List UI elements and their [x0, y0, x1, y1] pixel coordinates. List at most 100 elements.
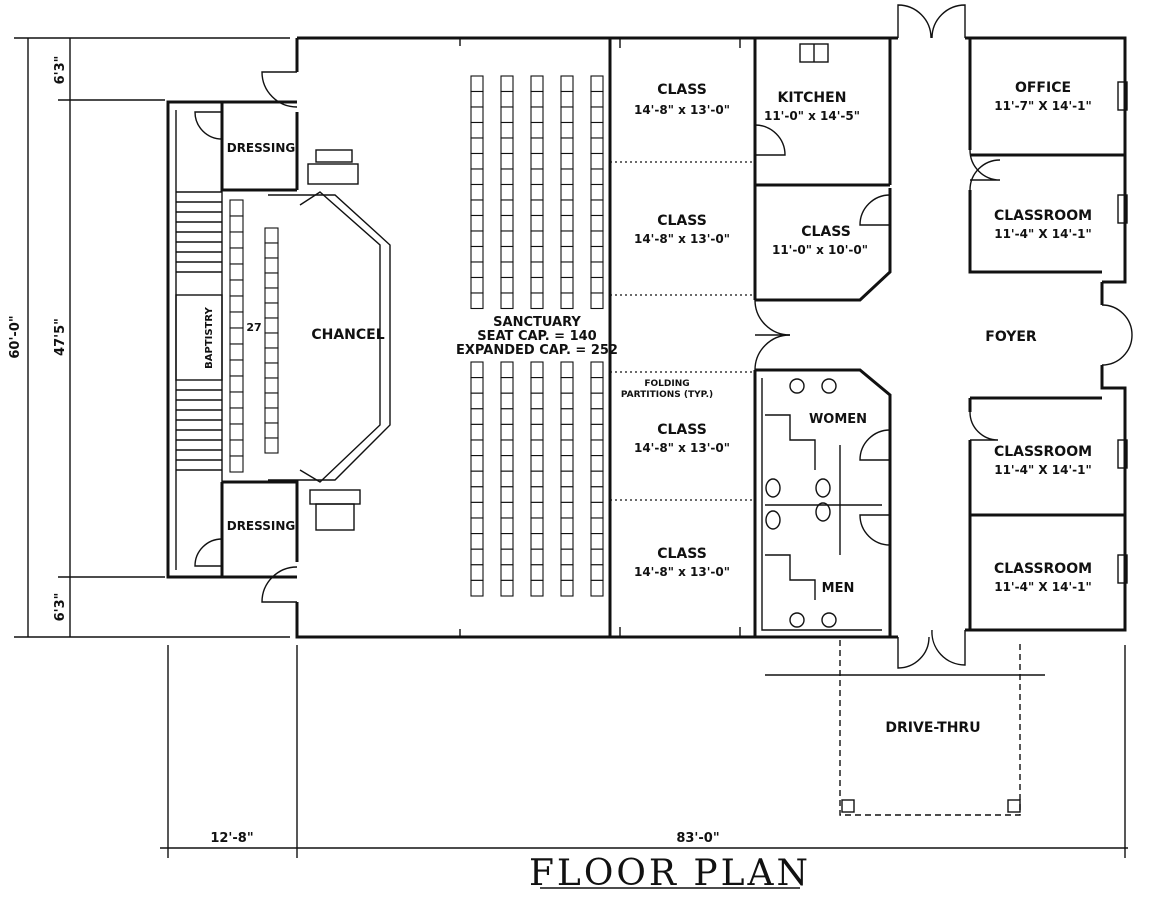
pew-seat: [560, 486, 574, 503]
office-name: OFFICE: [1015, 80, 1071, 96]
pew-seat: [530, 230, 544, 248]
pew-seat: [500, 199, 514, 217]
choir-seating: [229, 199, 279, 473]
pew-seat: [560, 90, 574, 108]
kitchen-size: 11'-0" x 14'-5": [764, 109, 860, 123]
pew-seat: [560, 439, 574, 457]
pew-seat: [470, 517, 484, 535]
choir-seat: [264, 242, 279, 259]
class-1-size: 14'-8" x 13'-0": [634, 103, 730, 117]
classroom-3-size: 11'-4" X 14'-1": [994, 580, 1092, 594]
pew-seat: [590, 470, 604, 488]
pew-seat: [470, 501, 484, 519]
pew-seat: [530, 455, 544, 472]
choir-seat: [229, 311, 244, 329]
dim-main-width: 83'-0": [676, 831, 719, 846]
pew-seat: [530, 137, 544, 155]
choir-seat: [264, 287, 279, 304]
pew-seat: [470, 230, 484, 248]
choir-seat: [264, 317, 279, 334]
pew-seat: [560, 75, 574, 93]
choir-seat: [264, 437, 279, 454]
pew-seat: [590, 168, 604, 186]
pew-seat: [590, 121, 604, 139]
pew-seat: [560, 533, 574, 550]
choir-seat: [229, 199, 244, 217]
pew-seat: [560, 579, 574, 597]
classroom-1-size: 11'-4" X 14'-1": [994, 227, 1092, 241]
pew-seat: [590, 276, 604, 294]
pew-seat: [590, 245, 604, 263]
pew-seat: [530, 245, 544, 263]
pew-seat: [500, 168, 514, 186]
folding-note-1: FOLDING: [644, 379, 689, 389]
pew-seat: [500, 533, 514, 550]
choir-seat: [264, 362, 279, 379]
pew-seat: [560, 121, 574, 139]
pew-seat: [500, 548, 514, 566]
sanctuary-name: SANCTUARY: [493, 315, 581, 330]
pew-seat: [530, 408, 544, 425]
baptistry-stairs: [175, 191, 223, 471]
pew-seat: [530, 579, 544, 597]
dim-top-offset: 6'3": [53, 56, 68, 85]
pew-seat: [470, 90, 484, 108]
pew-seat: [530, 106, 544, 124]
pew-seat: [470, 377, 484, 394]
pew-seat: [500, 377, 514, 394]
chancel-platform: [268, 149, 391, 531]
dim-left-width: 12'-8": [210, 831, 253, 846]
pew-seat: [470, 533, 484, 550]
pew-seat: [590, 548, 604, 566]
choir-seat: [229, 359, 244, 377]
pew-seat: [560, 455, 574, 472]
pew-seat: [530, 75, 544, 93]
pew-seat: [590, 199, 604, 217]
classroom-2-size: 11'-4" X 14'-1": [994, 463, 1092, 477]
room-labels: CLASS 14'-8" x 13'-0" CLASS 14'-8" x 13'…: [204, 80, 1092, 736]
pew-seat: [500, 214, 514, 232]
office-size: 11'-7" X 14'-1": [994, 99, 1092, 113]
pew-seat: [560, 548, 574, 566]
pew-seat: [590, 501, 604, 519]
pew-seat: [500, 423, 514, 441]
class-small-name: CLASS: [801, 224, 851, 240]
pew-seat: [500, 90, 514, 108]
pew-seat: [590, 152, 604, 170]
choir-seat: [264, 407, 279, 424]
pew-seat: [590, 392, 604, 410]
pew-seat: [530, 152, 544, 170]
classroom-1-name: CLASSROOM: [994, 208, 1092, 224]
pew-seat: [590, 486, 604, 503]
pew-seat: [500, 455, 514, 472]
pew-seat: [590, 533, 604, 550]
pew-seat: [530, 361, 544, 379]
choir-seat: [229, 295, 244, 313]
pew-seat: [590, 517, 604, 535]
pew-seat: [590, 292, 604, 310]
choir-seat: [264, 392, 279, 409]
pew-seat: [560, 183, 574, 201]
pew-seat: [500, 501, 514, 519]
pew-seat: [530, 501, 544, 519]
pew-seat: [500, 106, 514, 124]
dimension-labels: 60'-0" 47'5" 6'3" 6'3" 12'-8" 83'-0": [8, 56, 720, 846]
pew-seat: [470, 199, 484, 217]
pew-seat: [470, 564, 484, 581]
classroom-2-name: CLASSROOM: [994, 444, 1092, 460]
pew-seat: [500, 276, 514, 294]
pew-seat: [500, 261, 514, 279]
pew-seat: [530, 199, 544, 217]
class-3-size: 14'-8" x 13'-0": [634, 441, 730, 455]
kitchen-name: KITCHEN: [778, 90, 847, 106]
pew-seat: [500, 230, 514, 248]
pew-seat: [560, 470, 574, 488]
dim-inner-depth: 47'5": [53, 318, 68, 356]
pew-seat: [530, 292, 544, 310]
pew-seat: [590, 230, 604, 248]
pew-seat: [500, 470, 514, 488]
pew-seat: [560, 230, 574, 248]
dimension-lines: [14, 37, 1128, 889]
pew-seat: [470, 276, 484, 294]
pew-seat: [500, 392, 514, 410]
